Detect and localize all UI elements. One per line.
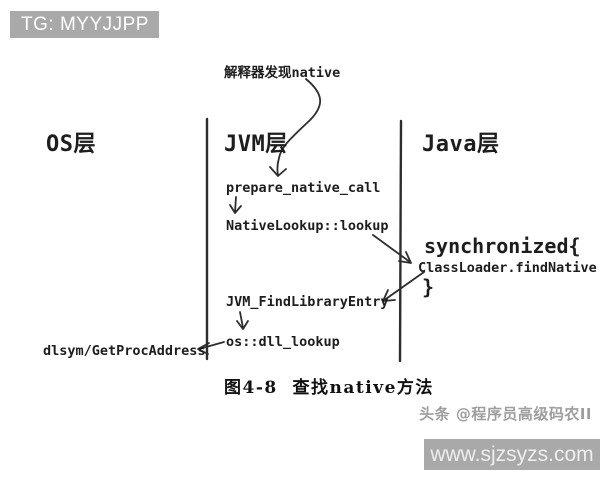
arrowhead-findnative [398,251,412,264]
layer-title-java: Java层 [422,132,500,157]
arrow-prepare-to-lookup [234,196,237,213]
watermark-author: 头条 @程序员高级码农II [419,405,592,423]
arrowhead-dll [236,320,249,330]
node-prepare-native-call: prepare_native_call [226,180,381,196]
node-dlsym-getprocaddress: dlsym/GetProcAddress [43,343,206,359]
node-os-dll-lookup: os::dll_lookup [226,334,340,350]
arrowhead-dlsym [197,342,210,355]
arrow-findlibrary-to-dll [239,311,244,329]
layer-title-os: OS层 [46,132,96,157]
node-nativelookup-lookup: NativeLookup::lookup [226,218,389,234]
arrow-lookup-to-findnative [372,234,411,263]
separator-jvm-java [398,119,403,363]
arrowhead-trigger [269,166,287,177]
java-synchronized-close: } [422,275,435,299]
arrow-findnative-to-findlibrary [382,271,425,302]
layer-title-jvm: JVM层 [224,132,288,157]
trigger-label: 解释器发现native [224,65,341,81]
channel-badge: TG: MYYJJPP [10,11,159,38]
node-jvm-findlibraryentry: JVM_FindLibraryEntry [226,294,389,310]
node-classloader-findnative: ClassLoader.findNative [418,260,597,276]
arrow-dll-to-dlsym [198,341,225,350]
arrowhead-findlibrary [382,289,396,302]
java-synchronized-open: synchronized{ [424,234,581,258]
arrowhead-lookup [229,204,242,214]
watermark-site-bar: www.sjzsyzs.com [424,439,600,470]
arrow-trigger-to-prepare [276,78,322,176]
figure-caption: 图4-8 查找native方法 [224,378,434,398]
